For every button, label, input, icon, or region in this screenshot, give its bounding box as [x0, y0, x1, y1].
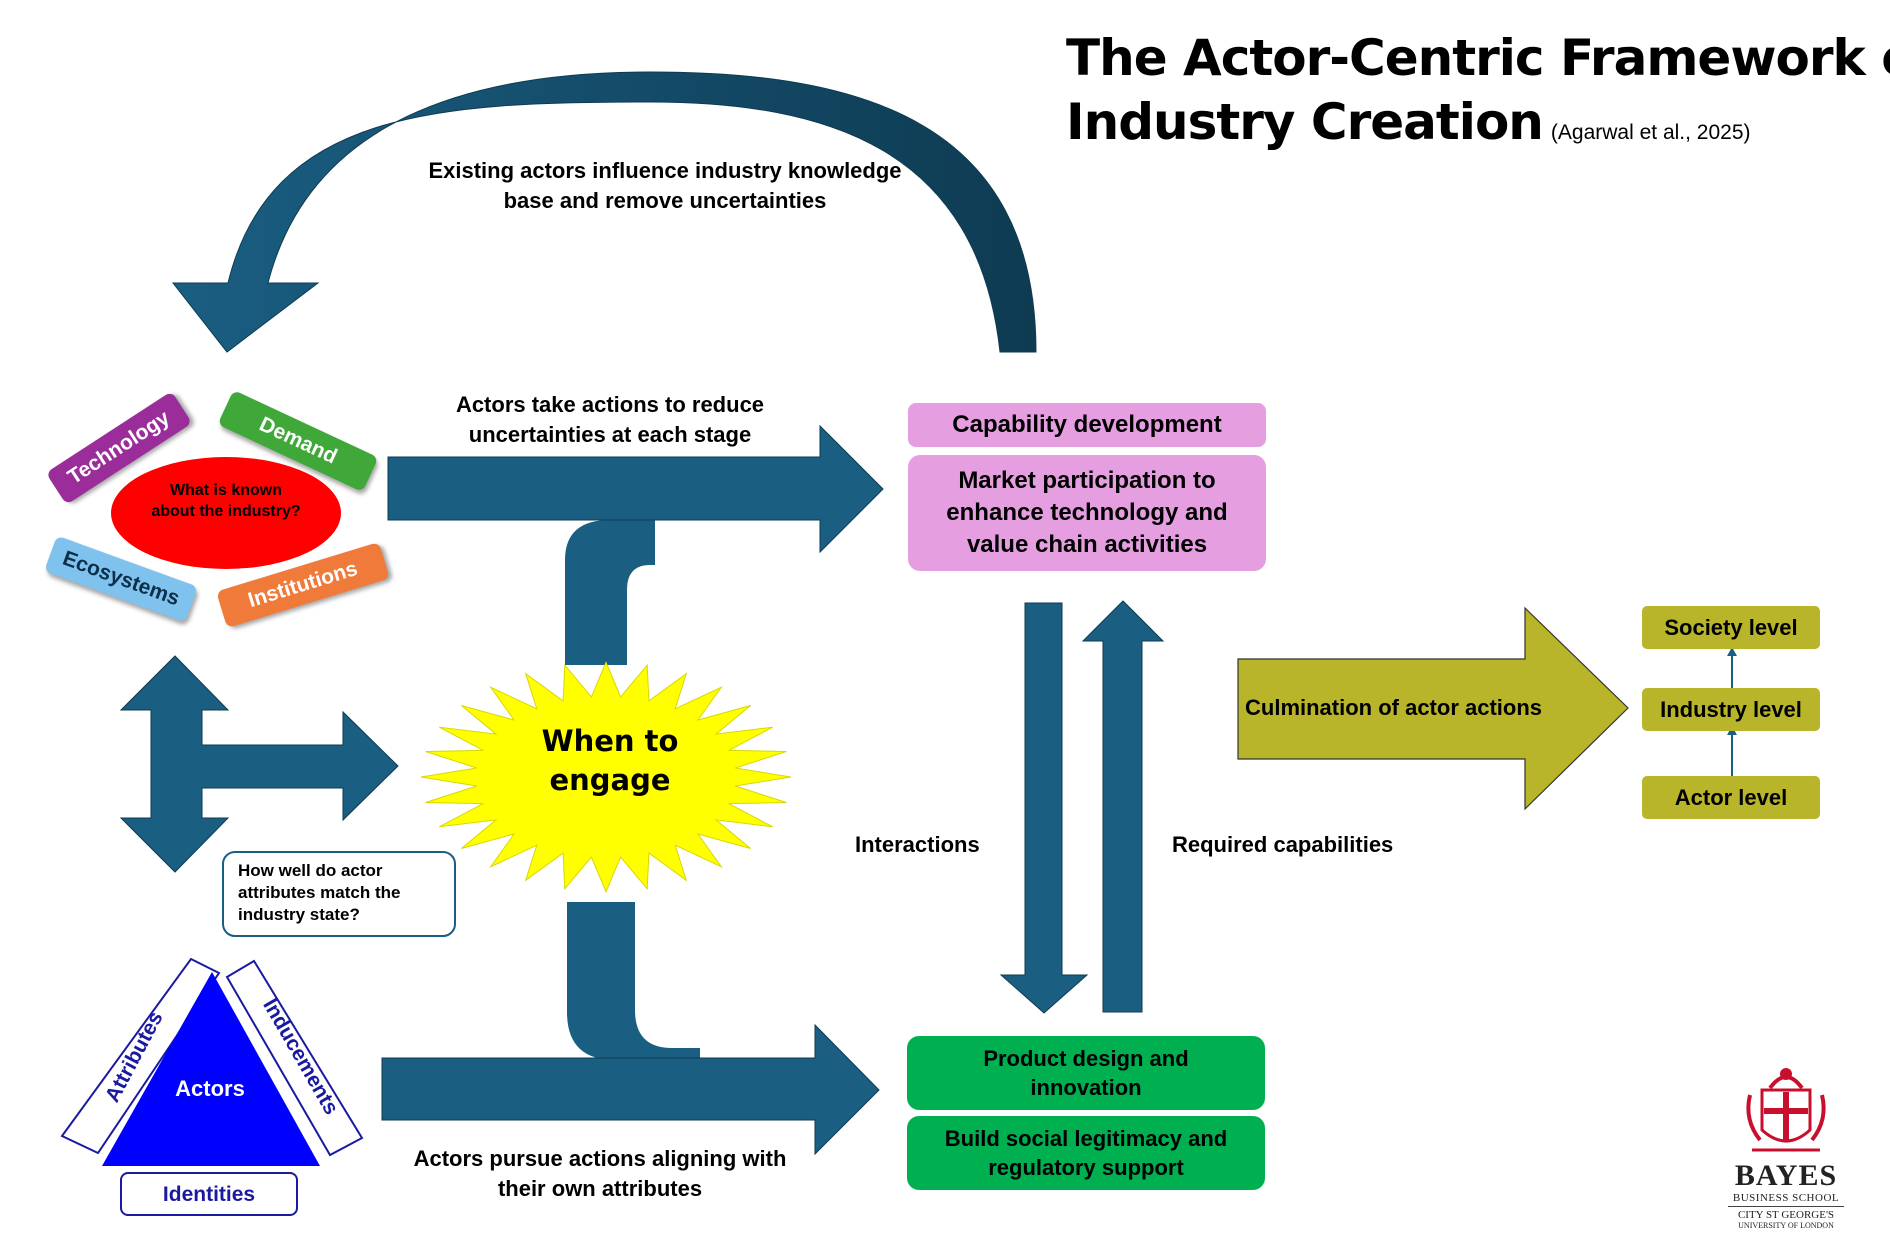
society-level-box: Society level [1642, 606, 1820, 649]
culmination-arrow [1237, 606, 1629, 811]
match-question-label: How well do actor attributes match the i… [238, 861, 401, 924]
reduce-uncertainties-arrow [387, 424, 884, 554]
bayes-logo-name: BAYES [1734, 1159, 1838, 1192]
engage-to-top-connector [565, 520, 655, 665]
actors-triangle-label: Actors [175, 1076, 245, 1101]
inducements-frame [225, 959, 364, 1157]
actor-level-box: Actor level [1642, 776, 1820, 819]
industry-knowledge-label: What is known about the industry? [151, 482, 301, 520]
when-to-engage-starburst [420, 661, 792, 893]
when-to-engage-label: When to engage [541, 724, 679, 797]
product-design-box: Product design and innovation [907, 1036, 1265, 1110]
culmination-label: Culmination of actor actions [1245, 695, 1543, 720]
title-citation: (Agarwal et al., 2025) [1550, 121, 1751, 144]
actors-triangle [102, 972, 320, 1166]
required-capabilities-up-arrow [1081, 600, 1165, 1013]
existing-actors-label: Existing actors influence industry knowl… [428, 158, 902, 213]
interactions-down-arrow [999, 602, 1089, 1014]
identities-label: Identities [163, 1183, 255, 1206]
engage-to-bottom-connector [567, 902, 700, 1060]
social-legitimacy-box: Build social legitimacy and regulatory s… [907, 1116, 1265, 1190]
capability-development-box: Capability development [908, 403, 1266, 447]
bayes-logo-university: UNIVERSITY OF LONDON [1738, 1221, 1834, 1230]
reduce-uncertainties-label: Actors take actions to reduce uncertaint… [455, 392, 765, 447]
bayes-logo-school: BUSINESS SCHOOL [1728, 1192, 1844, 1207]
attributes-frame [60, 957, 221, 1155]
title-line-1: The Actor-Centric Framework of [1066, 29, 1890, 87]
identities-frame [120, 1172, 298, 1216]
feedback-curved-arrow [171, 71, 1037, 353]
title-line-2-text: Industry Creation [1066, 93, 1544, 151]
pursue-actions-label: Actors pursue actions aligning with thei… [413, 1146, 787, 1201]
title-line-2: Industry Creation (Agarwal et al., 2025) [1066, 90, 1890, 165]
match-question-frame [222, 851, 456, 937]
pursue-actions-arrow [381, 1023, 880, 1156]
page-title: The Actor-Centric Framework of Industry … [1066, 26, 1890, 165]
required-capabilities-label: Required capabilities [1172, 832, 1394, 857]
bayes-logo: BAYES BUSINESS SCHOOL CITY ST GEORGE'S U… [1728, 1160, 1844, 1230]
industry-to-society-arrowhead [1727, 647, 1737, 656]
bayes-logo-city: CITY ST GEORGE'S [1737, 1209, 1835, 1221]
knowledge-actors-double-arrow [119, 655, 399, 873]
industry-level-box: Industry level [1642, 688, 1820, 731]
market-participation-box: Market participation to enhance technolo… [908, 455, 1266, 571]
bayes-crest-icon [1746, 1068, 1826, 1152]
industry-knowledge-ellipse [111, 457, 341, 569]
interactions-label: Interactions [855, 832, 980, 857]
